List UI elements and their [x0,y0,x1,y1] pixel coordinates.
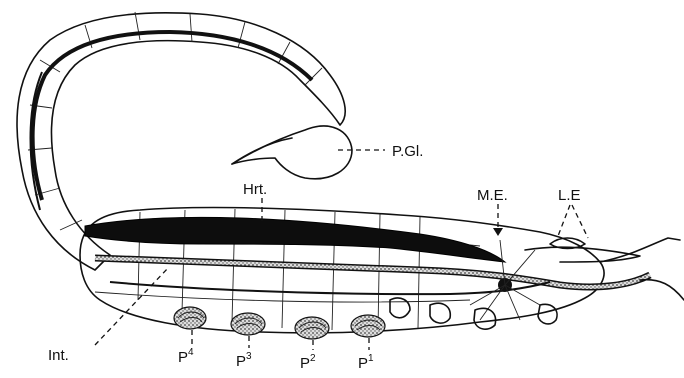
median-eye [493,228,503,236]
ganglia [470,238,684,320]
lung-book-p2 [295,317,329,339]
lung-books [174,307,385,339]
label-poison-gland: P.Gl. [392,143,423,160]
lung-book-p1 [351,315,385,337]
label-p4: P4 [178,347,194,366]
lung-book-p3 [231,313,265,335]
leader-lines [95,150,588,350]
label-lateral-eye: L.E [558,187,581,204]
label-heart: Hrt. [243,181,267,198]
label-median-eye: M.E. [477,187,508,204]
label-p1: P1 [358,353,374,372]
label-p2: P2 [300,353,316,372]
leader-intestine [95,268,168,345]
label-p3: P3 [236,351,252,370]
label-intestine: Int. [48,347,69,364]
nerve-cord [110,282,550,294]
lung-book-p4 [174,307,206,329]
heart [85,217,505,262]
leader-lateral-eye-2 [572,205,588,238]
telson [232,126,352,179]
leader-lateral-eye-1 [558,205,570,236]
